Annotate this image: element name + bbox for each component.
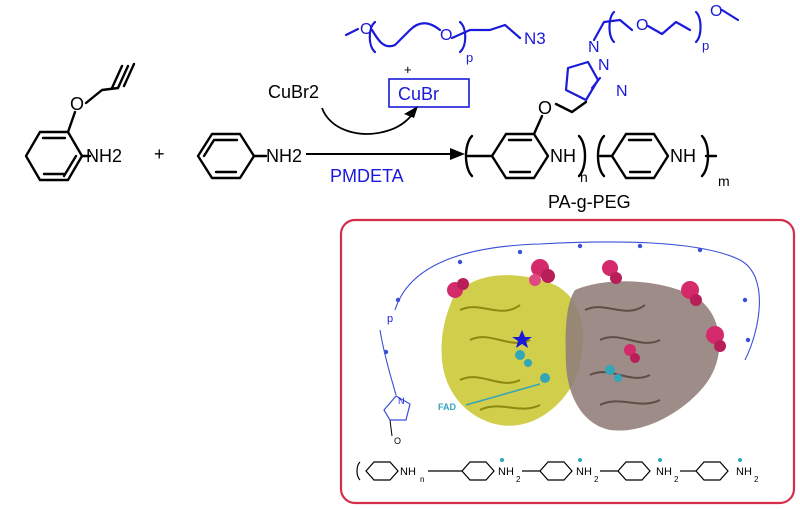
inset-nh2-c: NH xyxy=(656,466,672,478)
enzyme-inset: FAD p N O NH n NH 2 NH 2 NH 2 NH 2 xyxy=(339,218,796,505)
curved-arrow-head xyxy=(404,106,418,118)
product-nh-2: NH xyxy=(670,146,696,166)
inset-linker: p N O xyxy=(383,313,411,446)
aniline: NH2 xyxy=(196,132,302,180)
pmdeta-label: PMDETA xyxy=(330,166,404,186)
product-label: PA-g-PEG xyxy=(548,192,631,212)
propargyloxy-aniline: O NH2 xyxy=(24,62,136,182)
cubr-label: CuBr xyxy=(398,84,439,104)
inset-n-subscript: n xyxy=(420,475,424,484)
peg-chain-left xyxy=(379,329,397,396)
glycan-clusters xyxy=(447,259,726,363)
aniline-nh2: NH2 xyxy=(266,146,302,166)
peg-chain-outer xyxy=(394,241,760,361)
curved-arrow xyxy=(321,107,415,135)
product-structure: NH n NH m O N N N O p O PA-g-PEG xyxy=(464,3,740,212)
inset-polyaniline-chain: NH n NH 2 NH 2 NH 2 NH 2 xyxy=(356,458,759,484)
small-plus: + xyxy=(404,62,412,77)
inset-peg-label: p xyxy=(387,313,393,325)
product-nh-1: NH xyxy=(550,146,576,166)
fad-pointer-line xyxy=(465,383,541,406)
fad-cofactor-sites xyxy=(512,330,622,383)
reaction-arrow-head xyxy=(450,148,465,160)
inset-nh2-d: NH xyxy=(736,466,752,478)
cubr-box xyxy=(388,78,470,108)
triazole-n-top: N xyxy=(598,57,610,74)
peg-oxygen: O xyxy=(440,27,452,44)
propargyl-nh2: NH2 xyxy=(86,146,122,166)
plus-sign: + xyxy=(154,144,165,164)
product-m: m xyxy=(718,173,730,189)
catalyst-system: CuBr2 CuBr PMDETA xyxy=(268,78,470,186)
triazole-n-pendant: N xyxy=(588,39,600,56)
product-peg-oxygen-1: O xyxy=(636,17,648,34)
inset-triazole-label: N xyxy=(398,396,405,406)
inset-nh2-a: NH xyxy=(498,466,514,478)
active-site-star-icon xyxy=(512,330,532,348)
inset-sub2-a: 2 xyxy=(516,475,521,484)
protein-brown-domain xyxy=(565,281,720,431)
inset-oxygen-label: O xyxy=(394,436,401,446)
product-peg-oxygen-2: O xyxy=(710,3,722,20)
triazole-n-right: N xyxy=(616,83,628,100)
inset-sub2-c: 2 xyxy=(674,475,679,484)
peg-p-subscript: p xyxy=(466,50,473,65)
azide-group: N3 xyxy=(524,29,546,48)
propargyl-oxygen: O xyxy=(70,94,84,114)
fad-label: FAD xyxy=(438,402,457,412)
inset-sub2-b: 2 xyxy=(594,475,599,484)
product-p-subscript: p xyxy=(702,38,709,53)
inset-nh-1: NH xyxy=(400,466,416,478)
cubr2-label: CuBr2 xyxy=(268,82,319,102)
inset-nh2-b: NH xyxy=(576,466,592,478)
product-ether-oxygen: O xyxy=(538,98,552,118)
inset-sub2-d: 2 xyxy=(754,475,759,484)
product-n: n xyxy=(580,169,588,185)
protein-yellow-domain xyxy=(441,275,584,426)
peg-azide-reagent: O O p N3 + xyxy=(344,20,546,77)
